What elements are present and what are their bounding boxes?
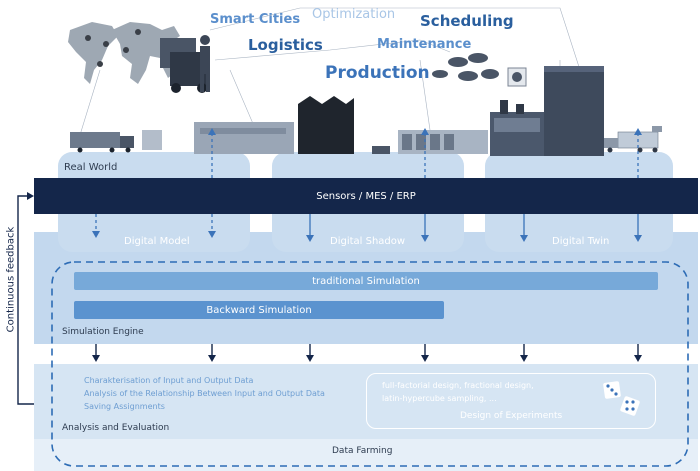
truck-left-icon	[70, 130, 162, 153]
keyword-logistics: Logistics	[248, 36, 323, 54]
analysis-evaluation-label: Analysis and Evaluation	[62, 423, 170, 433]
dice-icon	[603, 381, 640, 416]
keyword-optimization: Optimization	[312, 7, 396, 22]
digital-twin-label: Digital Twin	[552, 236, 610, 247]
keyword-smart-cities: Smart Cities	[210, 12, 301, 27]
analysis-item-3: Saving Assignments	[84, 402, 165, 411]
engine-to-analysis-arrows	[95, 344, 639, 357]
data-farming-label: Data Farming	[332, 446, 393, 456]
digital-model-label: Digital Model	[124, 236, 190, 247]
factory-right-icon	[490, 66, 604, 156]
storage-shelves-icon	[372, 130, 488, 154]
doe-line-1: full-factorial design, fractional design…	[382, 381, 534, 390]
doe-box	[366, 373, 656, 429]
feedback-arrow-head	[27, 192, 34, 200]
info-sign-icon	[507, 67, 527, 87]
keyword-maintenance: Maintenance	[377, 37, 472, 52]
map-pin-icon	[85, 29, 141, 67]
traditional-simulation-label: traditional Simulation	[312, 275, 420, 287]
backward-simulation-label: Backward Simulation	[206, 304, 312, 316]
traditional-simulation-bar: traditional Simulation	[74, 272, 658, 290]
digital-shadow-label: Digital Shadow	[330, 236, 406, 247]
simulation-engine-label: Simulation Engine	[62, 327, 144, 337]
truck-right-icon	[604, 126, 662, 153]
data-farming-outline	[51, 261, 689, 467]
feedback-loop-line	[17, 195, 34, 405]
continuous-feedback-label: Continuous feedback	[5, 226, 17, 333]
drone-icon	[432, 53, 499, 81]
real-world-label: Real World	[64, 162, 118, 173]
sensors-bar-label: Sensors / MES / ERP	[316, 190, 416, 202]
keyword-scheduling: Scheduling	[420, 12, 514, 30]
analysis-item-1: Charakterisation of Input and Output Dat…	[84, 376, 254, 385]
doe-label: Design of Experiments	[460, 411, 563, 421]
warehouse-middle-icon	[194, 96, 354, 154]
sensors-bar: Sensors / MES / ERP	[34, 178, 698, 214]
down-arrow-heads	[92, 231, 642, 242]
truck-worker-icon	[160, 35, 210, 93]
up-arrow-heads	[208, 128, 642, 135]
backward-simulation-bar: Backward Simulation	[74, 301, 444, 319]
doe-line-2: latin-hypercube sampling, ...	[382, 394, 497, 403]
down-arrows	[95, 214, 639, 236]
keyword-production: Production	[325, 63, 430, 83]
analysis-item-2: Analysis of the Relationship Between Inp…	[84, 389, 325, 398]
engine-to-analysis-arrow-heads	[92, 355, 642, 362]
up-arrows	[211, 134, 639, 178]
